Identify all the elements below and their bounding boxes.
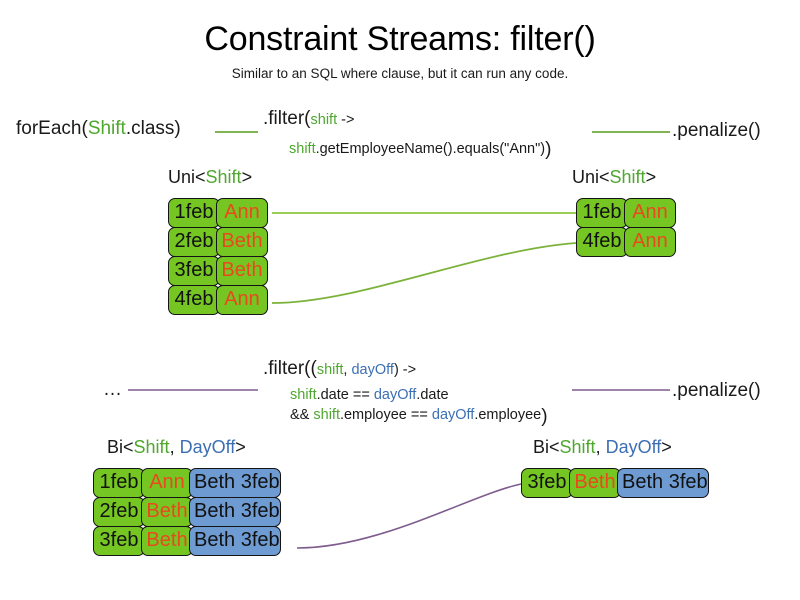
bi-input-tuple-list: 1feb Ann Beth 3feb 2feb Beth Beth 3feb 3… bbox=[93, 468, 281, 556]
uni-in-head-suffix: > bbox=[241, 167, 253, 187]
tuple-date: 4feb bbox=[168, 285, 220, 315]
wire-uni-row4 bbox=[271, 242, 577, 304]
filter2-param2: dayOff bbox=[351, 362, 394, 378]
tuple-name: Ann bbox=[141, 468, 193, 498]
table-row[interactable]: 4feb Ann bbox=[168, 285, 268, 315]
tuple-dayoff: Beth 3feb bbox=[189, 526, 281, 556]
bi-out-head-comma: , bbox=[595, 437, 606, 457]
table-row[interactable]: 3feb Beth Beth 3feb bbox=[521, 468, 709, 498]
tuple-date: 1feb bbox=[576, 198, 628, 228]
filter1-expression-line1: .filter(shift -> bbox=[263, 108, 354, 130]
tuple-date: 3feb bbox=[521, 468, 573, 498]
table-row[interactable]: 2feb Beth bbox=[168, 227, 268, 257]
tuple-name: Ann bbox=[624, 198, 676, 228]
filter2-expression-line3: && shift.employee == dayOff.employee) bbox=[290, 406, 548, 428]
filter1-body-rest: .getEmployeeName().equals("Ann") bbox=[315, 141, 546, 157]
filter2-l3-and: && bbox=[290, 407, 314, 423]
tuple-name: Beth bbox=[216, 227, 268, 257]
filter1-arrow: -> bbox=[337, 112, 355, 128]
filter1-close-paren: ) bbox=[545, 139, 552, 160]
penalize-label-row1: .penalize() bbox=[672, 120, 761, 141]
tuple-date: 2feb bbox=[168, 227, 220, 257]
table-row[interactable]: 4feb Ann bbox=[576, 227, 676, 257]
table-row[interactable]: 3feb Beth bbox=[168, 256, 268, 286]
upstream-ellipsis: … bbox=[103, 379, 124, 400]
filter2-l2-var1: shift bbox=[290, 387, 317, 403]
filter1-body-var: shift bbox=[289, 141, 316, 157]
filter2-l3-var1: shift bbox=[313, 407, 340, 423]
uni-out-head-prefix: Uni< bbox=[572, 167, 610, 187]
tuple-date: 3feb bbox=[168, 256, 220, 286]
bi-input-stream-header: Bi<Shift, DayOff> bbox=[107, 437, 246, 458]
bi-in-head-type1: Shift bbox=[133, 437, 170, 457]
table-row[interactable]: 1feb Ann Beth 3feb bbox=[93, 468, 281, 498]
foreach-suffix: .class) bbox=[125, 118, 181, 139]
tuple-date: 1feb bbox=[93, 468, 145, 498]
penalize-label-row2: .penalize() bbox=[672, 380, 761, 401]
filter2-l2-mid: .date == bbox=[316, 387, 374, 403]
filter2-param1: shift bbox=[316, 362, 344, 378]
filter2-l3-var2: dayOff bbox=[431, 407, 475, 423]
uni-input-stream-header: Uni<Shift> bbox=[168, 167, 252, 188]
uni-out-head-type: Shift bbox=[609, 167, 646, 187]
filter2-expression-line2: shift.date == dayOff.date bbox=[290, 387, 449, 403]
bi-in-head-comma: , bbox=[169, 437, 180, 457]
bi-in-head-type2: DayOff bbox=[179, 437, 236, 457]
tuple-name: Beth bbox=[141, 497, 193, 527]
uni-in-head-prefix: Uni< bbox=[168, 167, 206, 187]
table-row[interactable]: 3feb Beth Beth 3feb bbox=[93, 526, 281, 556]
foreach-prefix: forEach( bbox=[16, 118, 88, 139]
filter2-expression-line1: .filter((shift, dayOff) -> bbox=[263, 358, 416, 380]
bi-out-head-type1: Shift bbox=[559, 437, 596, 457]
tuple-name: Ann bbox=[216, 198, 268, 228]
tuple-date: 1feb bbox=[168, 198, 220, 228]
tuple-date: 3feb bbox=[93, 526, 145, 556]
bi-out-head-prefix: Bi< bbox=[533, 437, 560, 457]
filter2-l2-end: .date bbox=[416, 387, 449, 403]
tuple-dayoff: Beth 3feb bbox=[617, 468, 709, 498]
filter2-comma: , bbox=[343, 362, 352, 378]
filter2-close-paren: ) bbox=[541, 406, 548, 427]
filter1-expression-line2: shift.getEmployeeName().equals("Ann")) bbox=[289, 139, 551, 161]
uni-output-stream-header: Uni<Shift> bbox=[572, 167, 656, 188]
tuple-date: 2feb bbox=[93, 497, 145, 527]
tuple-date: 4feb bbox=[576, 227, 628, 257]
bi-output-stream-header: Bi<Shift, DayOff> bbox=[533, 437, 672, 458]
page-title: Constraint Streams: filter() bbox=[204, 20, 596, 58]
bi-in-head-suffix: > bbox=[235, 437, 246, 457]
bi-out-head-type2: DayOff bbox=[605, 437, 662, 457]
bi-in-head-prefix: Bi< bbox=[107, 437, 134, 457]
tuple-name: Beth bbox=[569, 468, 621, 498]
tuple-name: Ann bbox=[624, 227, 676, 257]
filter1-param: shift bbox=[310, 112, 338, 128]
table-row[interactable]: 2feb Beth Beth 3feb bbox=[93, 497, 281, 527]
uni-output-tuple-list: 1feb Ann 4feb Ann bbox=[576, 198, 676, 257]
table-row[interactable]: 1feb Ann bbox=[576, 198, 676, 228]
filter2-l2-var2: dayOff bbox=[373, 387, 417, 403]
filter2-head: .filter(( bbox=[263, 358, 317, 379]
foreach-type: Shift bbox=[87, 118, 126, 139]
bi-out-head-suffix: > bbox=[661, 437, 672, 457]
uni-in-head-type: Shift bbox=[205, 167, 242, 187]
tuple-name: Beth bbox=[216, 256, 268, 286]
table-row[interactable]: 1feb Ann bbox=[168, 198, 268, 228]
filter2-arrow: ) -> bbox=[393, 362, 417, 378]
filter2-l3-mid: .employee == bbox=[339, 407, 432, 423]
foreach-expression: forEach(Shift.class) bbox=[16, 118, 181, 140]
tuple-dayoff: Beth 3feb bbox=[189, 468, 281, 498]
uni-input-tuple-list: 1feb Ann 2feb Beth 3feb Beth 4feb Ann bbox=[168, 198, 268, 315]
page-subtitle: Similar to an SQL where clause, but it c… bbox=[231, 66, 569, 81]
uni-out-head-suffix: > bbox=[645, 167, 657, 187]
tuple-name: Ann bbox=[216, 285, 268, 315]
wire-bi-row3 bbox=[296, 483, 522, 549]
tuple-dayoff: Beth 3feb bbox=[189, 497, 281, 527]
filter2-l3-end: .employee bbox=[474, 407, 542, 423]
tuple-name: Beth bbox=[141, 526, 193, 556]
bi-output-tuple-list: 3feb Beth Beth 3feb bbox=[521, 468, 709, 498]
filter1-head: .filter( bbox=[263, 108, 311, 129]
